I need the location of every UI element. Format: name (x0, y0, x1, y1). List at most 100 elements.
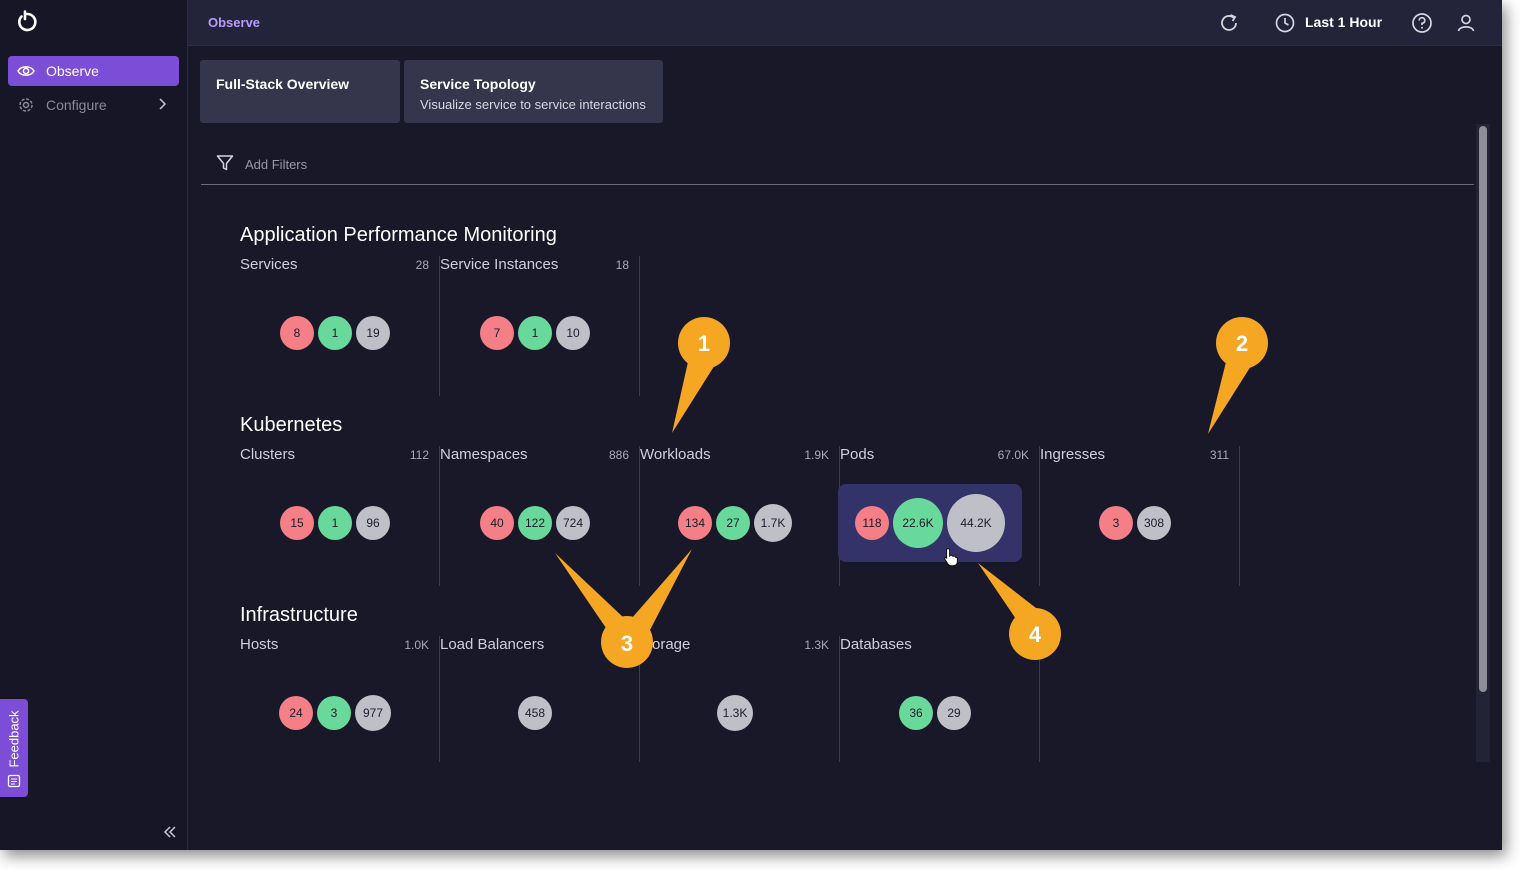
status-bubbles: 1.3K (640, 674, 830, 752)
status-bubbles: 134 27 1.7K (640, 484, 830, 562)
card-count: 311 (1209, 448, 1229, 462)
status-bubble-critical[interactable]: 3 (1099, 506, 1133, 540)
card-name: Namespaces (440, 446, 528, 463)
status-bubble-unknown[interactable]: 724 (556, 506, 590, 540)
card-clusters[interactable]: Clusters 112 15 1 96 (240, 446, 440, 586)
scrollbar-thumb[interactable] (1479, 126, 1487, 692)
sidebar-item-label: Configure (46, 97, 107, 113)
card-name: orage (652, 636, 691, 653)
callout-1-label: 1 (698, 331, 710, 356)
card-pods[interactable]: Pods 67.0K 118 22.6K 44.2K (838, 446, 1040, 586)
status-bubble-unknown[interactable]: 96 (356, 506, 390, 540)
collapse-sidebar-icon[interactable] (162, 824, 178, 840)
filter-icon (216, 155, 234, 171)
card-count: 886 (608, 448, 629, 462)
app-logo-icon[interactable] (14, 10, 38, 34)
tab-subtitle: Visualize service to service interaction… (420, 97, 646, 112)
status-bubble-healthy[interactable]: 27 (716, 506, 750, 540)
hand-cursor-icon (944, 547, 958, 567)
card-count: 67.0K (997, 448, 1029, 462)
status-bubble-unknown[interactable]: 19 (356, 316, 390, 350)
status-bubbles: 24 3 977 (240, 674, 430, 752)
callout-2: 2 (1208, 317, 1268, 434)
card-load-balancers[interactable]: Load Balancers 458 (440, 636, 640, 762)
status-bubble-critical[interactable]: 15 (280, 506, 314, 540)
card-storage[interactable]: orage 1.3K 1.3K (640, 636, 840, 762)
callout-2-label: 2 (1236, 331, 1248, 356)
sidebar-item-observe[interactable]: Observe (8, 56, 179, 86)
card-name: Service Instances (440, 256, 559, 273)
status-bubble-unknown[interactable]: 308 (1137, 506, 1171, 540)
tab-title: Full-Stack Overview (216, 76, 350, 92)
card-count: 1.0K (404, 638, 429, 652)
feedback-button[interactable]: Feedback (0, 699, 28, 797)
section-title-apm: Application Performance Monitoring (240, 224, 557, 246)
filter-divider (201, 184, 1474, 185)
card-name: Services (240, 256, 298, 273)
status-bubble-unknown[interactable]: 1.3K (717, 695, 753, 731)
status-bubble-healthy[interactable]: 122 (518, 506, 552, 540)
card-name: Workloads (640, 446, 711, 463)
status-bubble-healthy[interactable]: 22.6K (893, 498, 943, 548)
status-bubble-healthy[interactable]: 3 (317, 696, 351, 730)
status-bubble-healthy[interactable]: 1 (518, 316, 552, 350)
status-bubble-critical[interactable]: 8 (280, 316, 314, 350)
status-bubbles: 40 122 724 (440, 484, 630, 562)
status-bubble-critical[interactable]: 118 (855, 506, 889, 540)
status-bubble-critical[interactable]: 40 (480, 506, 514, 540)
eye-icon (17, 62, 35, 80)
status-bubble-critical[interactable]: 7 (480, 316, 514, 350)
status-bubble-critical[interactable]: 134 (678, 506, 712, 540)
section-title-infrastructure: Infrastructure (240, 604, 358, 626)
app-window: Observe Configure Feedback Obse (0, 0, 1502, 850)
sidebar: Observe Configure (0, 0, 188, 850)
help-icon[interactable] (1410, 11, 1434, 35)
card-name: Hosts (240, 636, 279, 653)
status-bubble-unknown[interactable]: 977 (355, 695, 391, 731)
feedback-icon (7, 774, 21, 788)
status-bubbles: 8 1 19 (240, 294, 430, 372)
sidebar-item-label: Observe (46, 63, 99, 79)
card-ingresses[interactable]: Ingresses 311 3 308 (1040, 446, 1240, 586)
status-bubble-healthy[interactable]: 1 (318, 316, 352, 350)
card-name: Clusters (240, 446, 296, 463)
status-bubble-unknown[interactable]: 29 (937, 696, 971, 730)
card-workloads[interactable]: Workloads 1.9K 134 27 1.7K (640, 446, 840, 586)
tab-title: Service Topology (420, 76, 536, 92)
status-bubbles: 3 308 (1040, 484, 1230, 562)
breadcrumb[interactable]: Observe (208, 15, 261, 30)
card-service-instances[interactable]: Service Instances 18 7 1 10 (440, 256, 640, 396)
clock-icon[interactable] (1273, 11, 1297, 35)
card-name: Databases (840, 636, 912, 653)
status-bubbles-hovered[interactable]: 118 22.6K 44.2K (838, 484, 1022, 562)
status-bubble-unknown[interactable]: 458 (518, 696, 552, 730)
card-databases[interactable]: Databases 36 29 (840, 636, 1040, 762)
time-range-selector[interactable]: Last 1 Hour (1305, 14, 1383, 30)
status-bubble-critical[interactable]: 24 (279, 696, 313, 730)
tab-full-stack-overview[interactable]: Full-Stack Overview (200, 60, 400, 123)
status-bubbles: 7 1 10 (440, 294, 630, 372)
card-namespaces[interactable]: Namespaces 886 40 122 724 (440, 446, 640, 586)
status-bubble-healthy[interactable]: 1 (318, 506, 352, 540)
feedback-label: Feedback (6, 710, 22, 768)
card-name: Load Balancers (440, 636, 545, 653)
status-bubble-unknown[interactable]: 44.2K (947, 494, 1005, 552)
add-filters-input[interactable] (245, 155, 645, 173)
sidebar-item-configure[interactable]: Configure (8, 90, 179, 120)
section-title-kubernetes: Kubernetes (240, 414, 343, 436)
card-services[interactable]: Services 28 8 1 19 (240, 256, 440, 396)
card-hosts[interactable]: Hosts 1.0K 24 3 977 (240, 636, 440, 762)
status-bubbles: 458 (440, 674, 630, 752)
status-bubbles: 36 29 (840, 674, 1030, 752)
gear-icon (17, 96, 35, 114)
status-bubble-unknown[interactable]: 10 (556, 316, 590, 350)
callout-1: 1 (672, 317, 730, 433)
tab-service-topology[interactable]: Service Topology Visualize service to se… (404, 60, 663, 123)
user-profile-icon[interactable] (1454, 11, 1478, 35)
card-count: 28 (415, 258, 429, 272)
status-bubble-unknown[interactable]: 1.7K (754, 504, 792, 542)
refresh-icon[interactable] (1217, 11, 1241, 35)
status-bubble-healthy[interactable]: 36 (899, 696, 933, 730)
card-count: 1.3K (804, 638, 829, 652)
status-bubbles: 15 1 96 (240, 484, 430, 562)
